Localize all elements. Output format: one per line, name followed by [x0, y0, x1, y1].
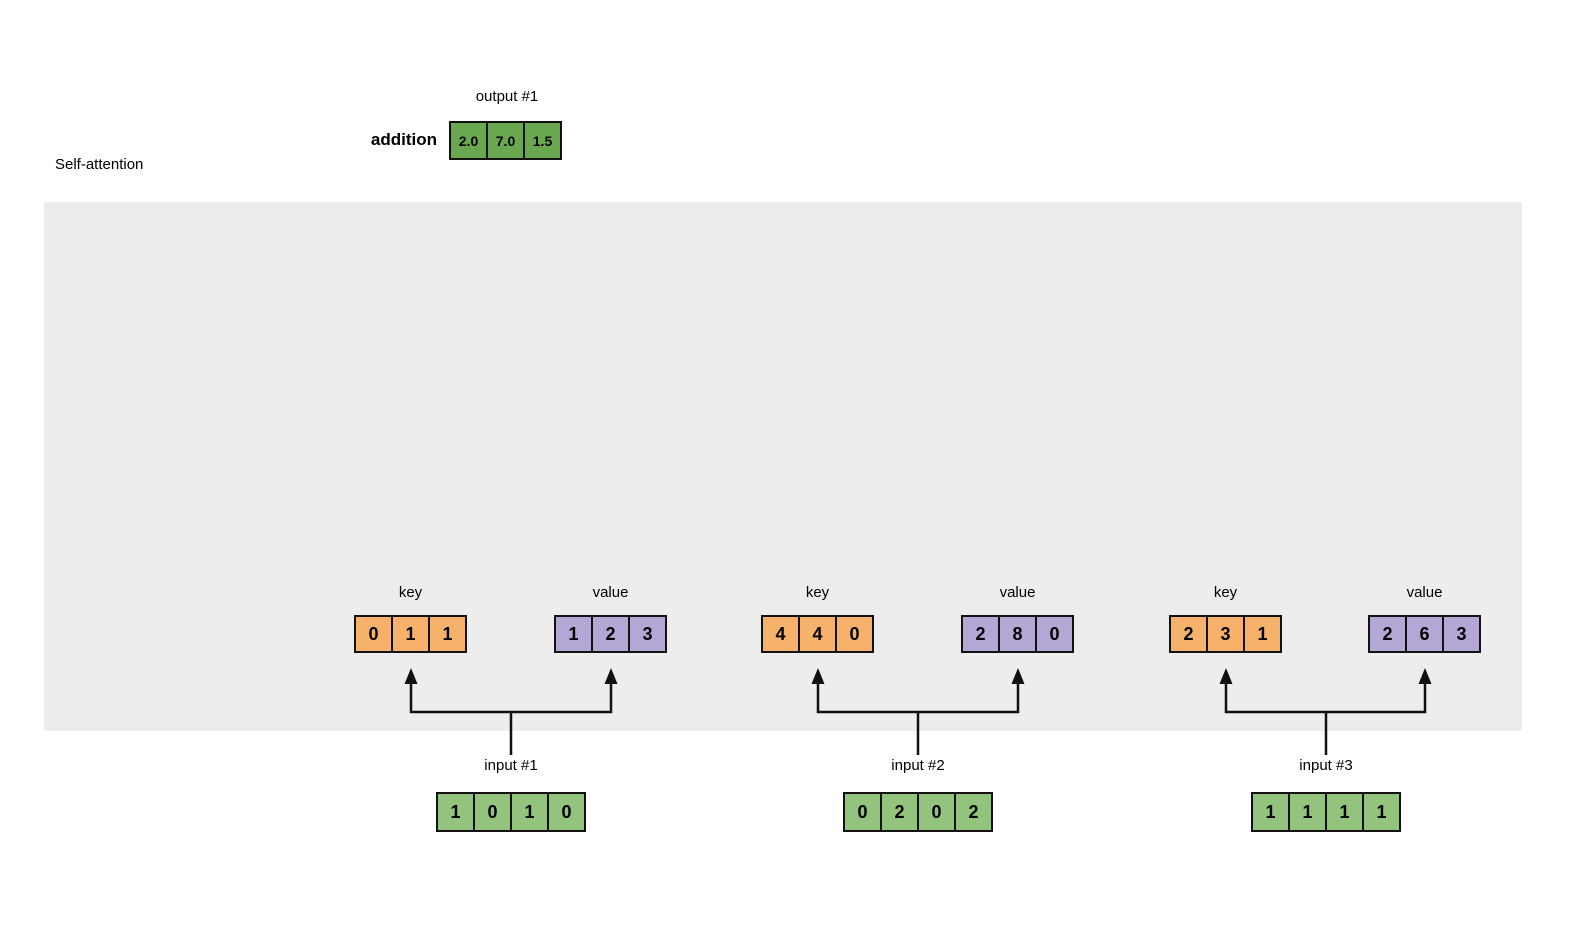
value-cell: 1: [554, 615, 593, 653]
key-cell: 1: [1243, 615, 1282, 653]
value-cell: 8: [998, 615, 1037, 653]
input-cell: 0: [547, 792, 586, 832]
value2-vector: 2 8 0: [961, 615, 1074, 653]
input-cell: 1: [1325, 792, 1364, 832]
value1-label: value: [592, 584, 629, 601]
output-cell: 1.5: [523, 121, 562, 160]
value-cell: 3: [1442, 615, 1481, 653]
input-cell: 0: [843, 792, 882, 832]
key-cell: 2: [1169, 615, 1208, 653]
key1-vector: 0 1 1: [354, 615, 467, 653]
value3-vector: 2 6 3: [1368, 615, 1481, 653]
input1-vector: 1 0 1 0: [436, 792, 586, 832]
input-cell: 0: [473, 792, 512, 832]
input1-label: input #1: [484, 757, 538, 774]
input3-label: input #3: [1299, 757, 1353, 774]
key1-label: key: [398, 584, 423, 601]
key-cell: 0: [835, 615, 874, 653]
input-cell: 0: [917, 792, 956, 832]
key2-label: key: [805, 584, 830, 601]
value-cell: 2: [591, 615, 630, 653]
value3-label: value: [1406, 584, 1443, 601]
output-label: output #1: [475, 88, 539, 105]
key3-vector: 2 3 1: [1169, 615, 1282, 653]
value-cell: 2: [1368, 615, 1407, 653]
input3-vector: 1 1 1 1: [1251, 792, 1401, 832]
input-cell: 1: [1288, 792, 1327, 832]
diagram-title: Self-attention: [55, 156, 144, 173]
output-cell: 2.0: [449, 121, 488, 160]
value2-label: value: [999, 584, 1036, 601]
input-cell: 2: [880, 792, 919, 832]
input-cell: 1: [1251, 792, 1290, 832]
input2-vector: 0 2 0 2: [843, 792, 993, 832]
input-cell: 1: [1362, 792, 1401, 832]
addition-label: addition: [370, 130, 437, 149]
input-cell: 1: [510, 792, 549, 832]
value-cell: 6: [1405, 615, 1444, 653]
output-cell: 7.0: [486, 121, 525, 160]
key2-vector: 4 4 0: [761, 615, 874, 653]
output-vector: 2.0 7.0 1.5: [449, 121, 562, 160]
key-cell: 3: [1206, 615, 1245, 653]
input2-label: input #2: [891, 757, 945, 774]
input-cell: 1: [436, 792, 475, 832]
key-cell: 1: [428, 615, 467, 653]
input-cell: 2: [954, 792, 993, 832]
key-cell: 4: [798, 615, 837, 653]
value-cell: 2: [961, 615, 1000, 653]
key3-label: key: [1213, 584, 1238, 601]
key-cell: 0: [354, 615, 393, 653]
key-cell: 1: [391, 615, 430, 653]
value-cell: 3: [628, 615, 667, 653]
key-cell: 4: [761, 615, 800, 653]
value1-vector: 1 2 3: [554, 615, 667, 653]
value-cell: 0: [1035, 615, 1074, 653]
